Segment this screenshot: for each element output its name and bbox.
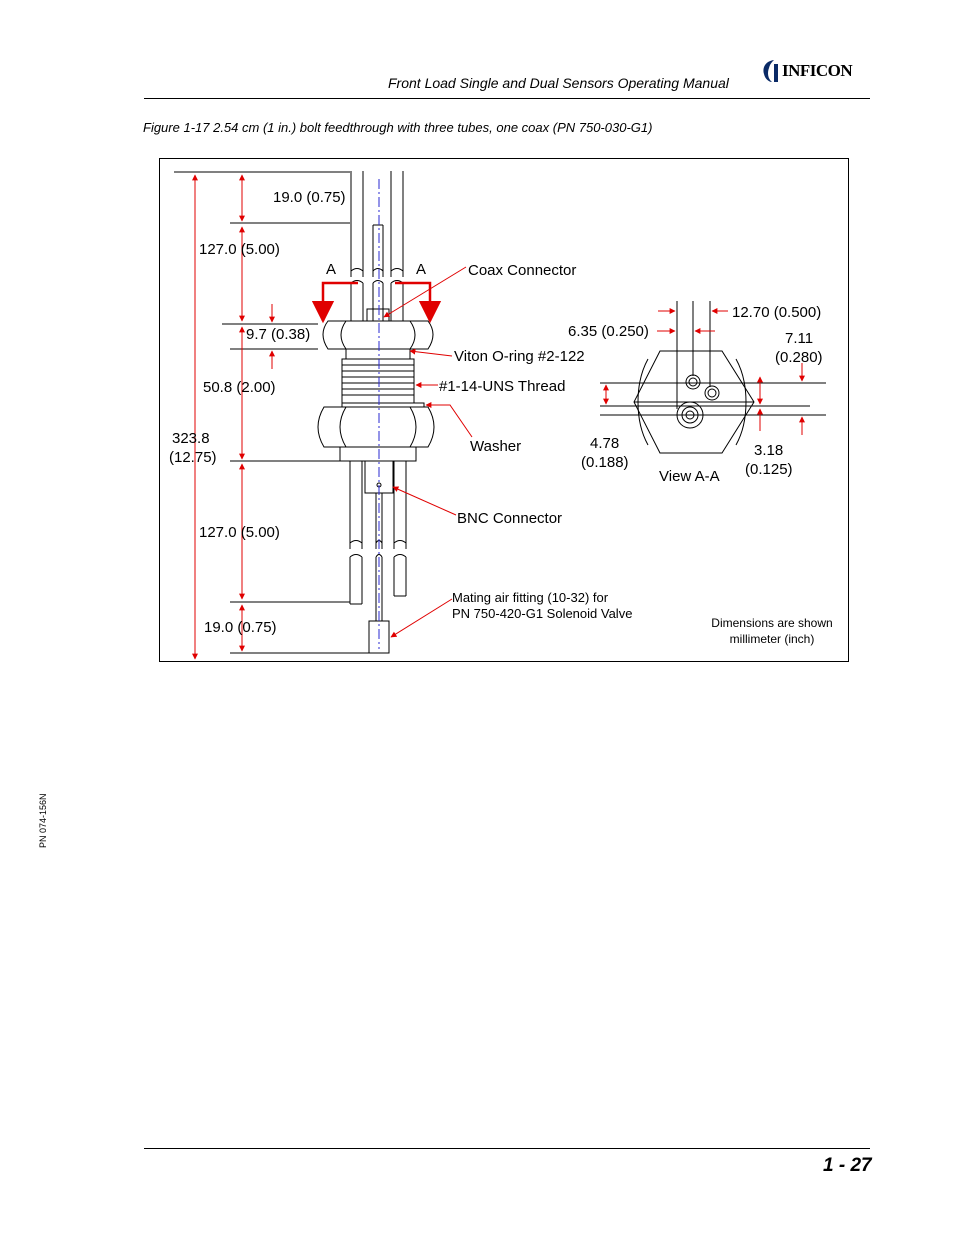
footer-rule: [144, 1148, 870, 1149]
dim-offset-c-inch: (0.280): [775, 349, 823, 366]
leader-lines: [383, 266, 473, 638]
section-arrows: [311, 281, 442, 324]
threaded-body: [341, 358, 425, 408]
brand-name: INFICON: [782, 61, 853, 80]
label-mating-line2: PN 750-420-G1 Solenoid Valve: [452, 606, 633, 621]
dim-total-value: 323.8: [172, 430, 210, 447]
dim-top-tube: 19.0 (0.75): [273, 189, 346, 206]
inficon-logo: INFICON: [760, 58, 872, 84]
upper-nut: [322, 320, 434, 350]
label-oring: Viton O-ring #2-122: [454, 348, 585, 365]
dim-body-length: 50.8 (2.00): [203, 379, 276, 396]
figure-caption: Figure 1-17 2.54 cm (1 in.) bolt feedthr…: [143, 120, 653, 135]
dim-offset-e-value: 3.18: [754, 442, 784, 459]
label-view-aa: View A-A: [659, 468, 720, 485]
dim-upper-length: 127.0 (5.00): [199, 241, 280, 258]
view-dimension-lines: [603, 308, 805, 435]
dim-offset-e-inch: (0.125): [745, 461, 793, 478]
dim-total-inch: (12.75): [169, 449, 217, 466]
dim-spacing-b: 12.70 (0.500): [732, 304, 822, 321]
dim-nut-height: 9.7 (0.38): [246, 326, 311, 343]
part-number: PN 074-156N: [38, 793, 48, 848]
dim-bottom-tube: 19.0 (0.75): [204, 619, 277, 636]
section-mark-left: A: [326, 261, 337, 278]
lower-nut: [317, 406, 435, 462]
label-washer: Washer: [470, 438, 522, 455]
upper-tubes: [350, 171, 404, 322]
view-aa: [600, 301, 826, 454]
dim-offset-d-inch: (0.188): [581, 454, 629, 471]
technical-drawing: 19.0 (0.75) 127.0 (5.00) A A Coax Connec…: [159, 158, 849, 662]
dim-offset-c-value: 7.11: [785, 330, 814, 347]
lower-tubes: [349, 460, 407, 654]
note-line1: Dimensions are shown: [711, 616, 833, 630]
dim-lower-length: 127.0 (5.00): [199, 524, 280, 541]
note-line2: millimeter (inch): [729, 632, 815, 646]
label-bnc: BNC Connector: [457, 510, 563, 527]
drawing-canvas: [174, 171, 826, 660]
label-mating-line1: Mating air fitting (10-32) for: [452, 590, 609, 605]
header-title: Front Load Single and Dual Sensors Opera…: [388, 75, 729, 91]
header-rule: [144, 98, 870, 99]
label-coax-connector: Coax Connector: [468, 262, 577, 279]
label-thread: #1-14-UNS Thread: [439, 378, 566, 395]
dim-spacing-a: 6.35 (0.250): [568, 323, 649, 340]
dimension-lines: [192, 174, 275, 660]
page-number: 1 - 27: [823, 1155, 872, 1176]
dim-offset-d-value: 4.78: [590, 435, 620, 452]
section-mark-right: A: [416, 261, 427, 278]
